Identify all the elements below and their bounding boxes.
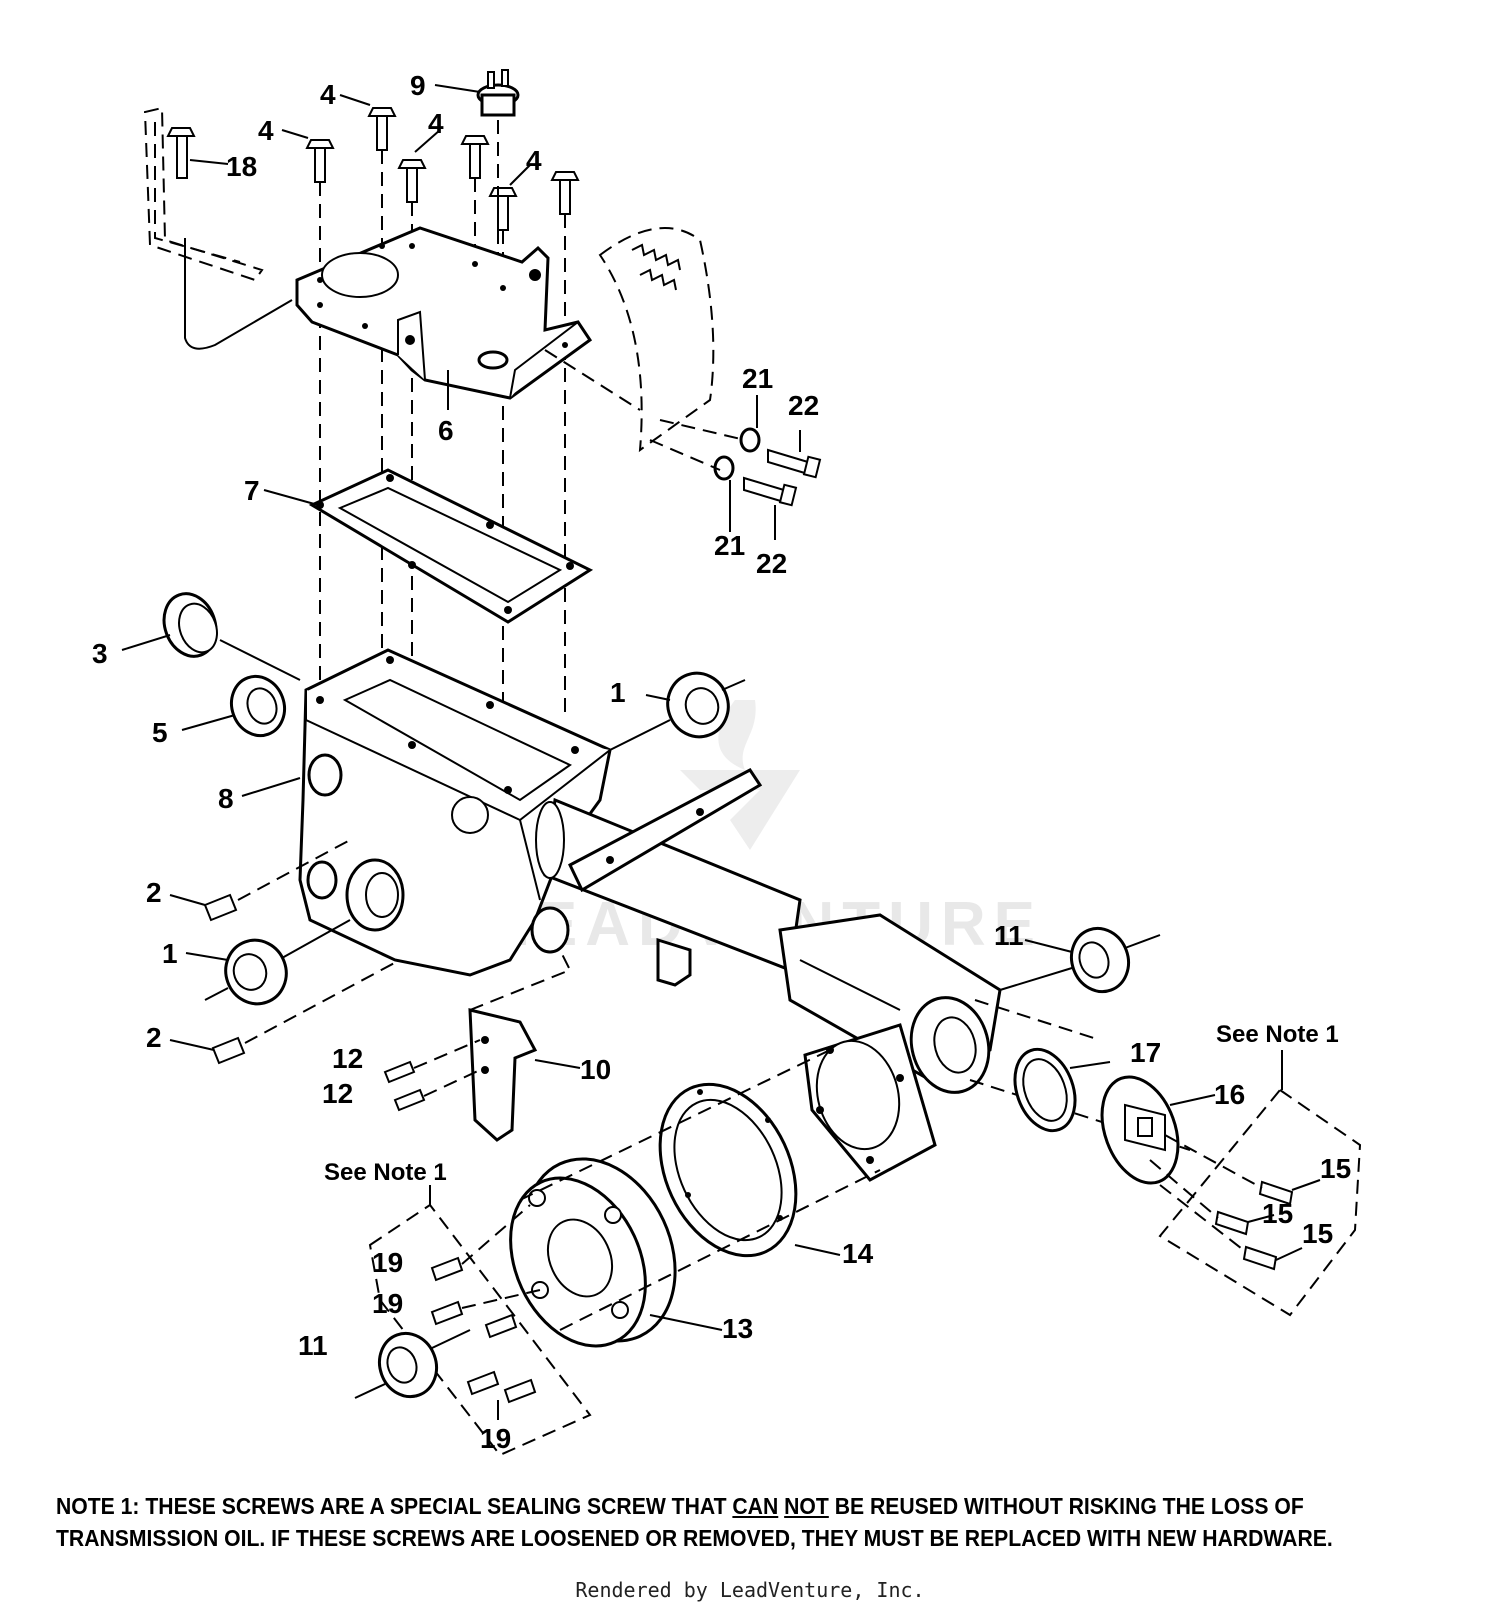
bolt-18	[166, 127, 196, 179]
render-credit: Rendered by LeadVenture, Inc.	[575, 1578, 925, 1602]
callout-19-c: 19	[480, 1423, 511, 1454]
callout-13: 13	[722, 1313, 753, 1344]
callout-22-b: 22	[756, 548, 787, 579]
callout-15-c: 15	[1302, 1218, 1333, 1249]
callout-15-a: 15	[1320, 1153, 1351, 1184]
transmission-exploded-diagram: LEADVENTURE	[92, 69, 1362, 1457]
screws-12	[383, 1039, 481, 1112]
callout-labels: 1 1 2 2 3 4 4 4 4 5 6 7 8 9 10 11 11 12 …	[92, 70, 1351, 1454]
callout-21-b: 21	[714, 530, 745, 561]
note-1-text: NOTE 1: THESE SCREWS ARE A SPECIAL SEALI…	[56, 1490, 1344, 1554]
gasket-14	[658, 1082, 798, 1258]
assembly-lines-lower	[519, 999, 1191, 1331]
callout-1-lower: 1	[162, 938, 178, 969]
bearing-cup-3	[162, 592, 218, 658]
see-note-left: See Note 1	[324, 1159, 447, 1186]
axle-tube	[535, 768, 1002, 1094]
callout-2-lower: 2	[146, 1022, 162, 1053]
note-box-left	[368, 1203, 592, 1457]
seal-11-right	[999, 926, 1161, 994]
callout-19-b: 19	[372, 1288, 403, 1319]
callout-leaders	[121, 84, 1321, 1420]
callout-3: 3	[92, 638, 108, 669]
note-text-after: BE REUSED WITHOUT RISKING THE LOSS OF TR…	[56, 1493, 1333, 1551]
note-prefix: NOTE 1	[56, 1493, 133, 1519]
bolts-22	[649, 419, 822, 507]
callout-7: 7	[244, 475, 260, 506]
seal-1-upper	[666, 671, 730, 739]
see-note-right: See Note 1	[1216, 1021, 1339, 1048]
gasket-17	[1013, 1047, 1077, 1133]
callout-5: 5	[152, 717, 168, 748]
callout-8: 8	[218, 783, 234, 814]
callout-10: 10	[580, 1054, 611, 1085]
plugs-2	[203, 839, 401, 1065]
callout-21-a: 21	[742, 363, 773, 394]
seal-5	[230, 674, 286, 738]
callout-12-a: 12	[332, 1043, 363, 1074]
fill-plug-9	[476, 69, 520, 117]
side-cover-13	[509, 1157, 677, 1348]
callout-22-a: 22	[788, 390, 819, 421]
seal-11-left	[354, 1329, 471, 1399]
callout-12-b: 12	[322, 1078, 353, 1109]
callout-18: 18	[226, 151, 257, 182]
bracket-10	[468, 949, 572, 1142]
cover-plate-6	[295, 226, 593, 400]
bearing-cap-16	[1100, 1075, 1180, 1185]
callout-16: 16	[1214, 1079, 1245, 1110]
note-not: NOT	[784, 1493, 829, 1519]
transmission-housing-8	[298, 648, 612, 977]
callout-1-upper: 1	[610, 677, 626, 708]
note-box-right	[1158, 1088, 1362, 1317]
washers-21	[713, 427, 761, 481]
screws-15	[1149, 1134, 1294, 1271]
callout-4-a: 4	[320, 79, 336, 110]
callout-15-b: 15	[1262, 1198, 1293, 1229]
screws-19	[430, 1204, 541, 1404]
shift-guide-dashed	[544, 227, 715, 453]
callout-9: 9	[410, 70, 426, 101]
callout-2-upper: 2	[146, 877, 162, 908]
note-can: CAN	[732, 1493, 779, 1519]
callout-4-b: 4	[258, 115, 274, 146]
callout-19-a: 19	[372, 1247, 403, 1278]
callout-11-right: 11	[994, 920, 1024, 951]
callout-4-d: 4	[526, 145, 542, 176]
throttle-bracket-18	[143, 106, 264, 282]
callout-17: 17	[1130, 1037, 1161, 1068]
callout-6: 6	[438, 415, 454, 446]
callout-14: 14	[842, 1238, 874, 1269]
note-text-before: : THESE SCREWS ARE A SPECIAL SEALING SCR…	[132, 1493, 733, 1519]
gasket-7	[308, 468, 594, 624]
seal-1-lower	[224, 938, 288, 1006]
callout-11-left: 11	[298, 1330, 328, 1361]
callout-4-c: 4	[428, 108, 444, 139]
